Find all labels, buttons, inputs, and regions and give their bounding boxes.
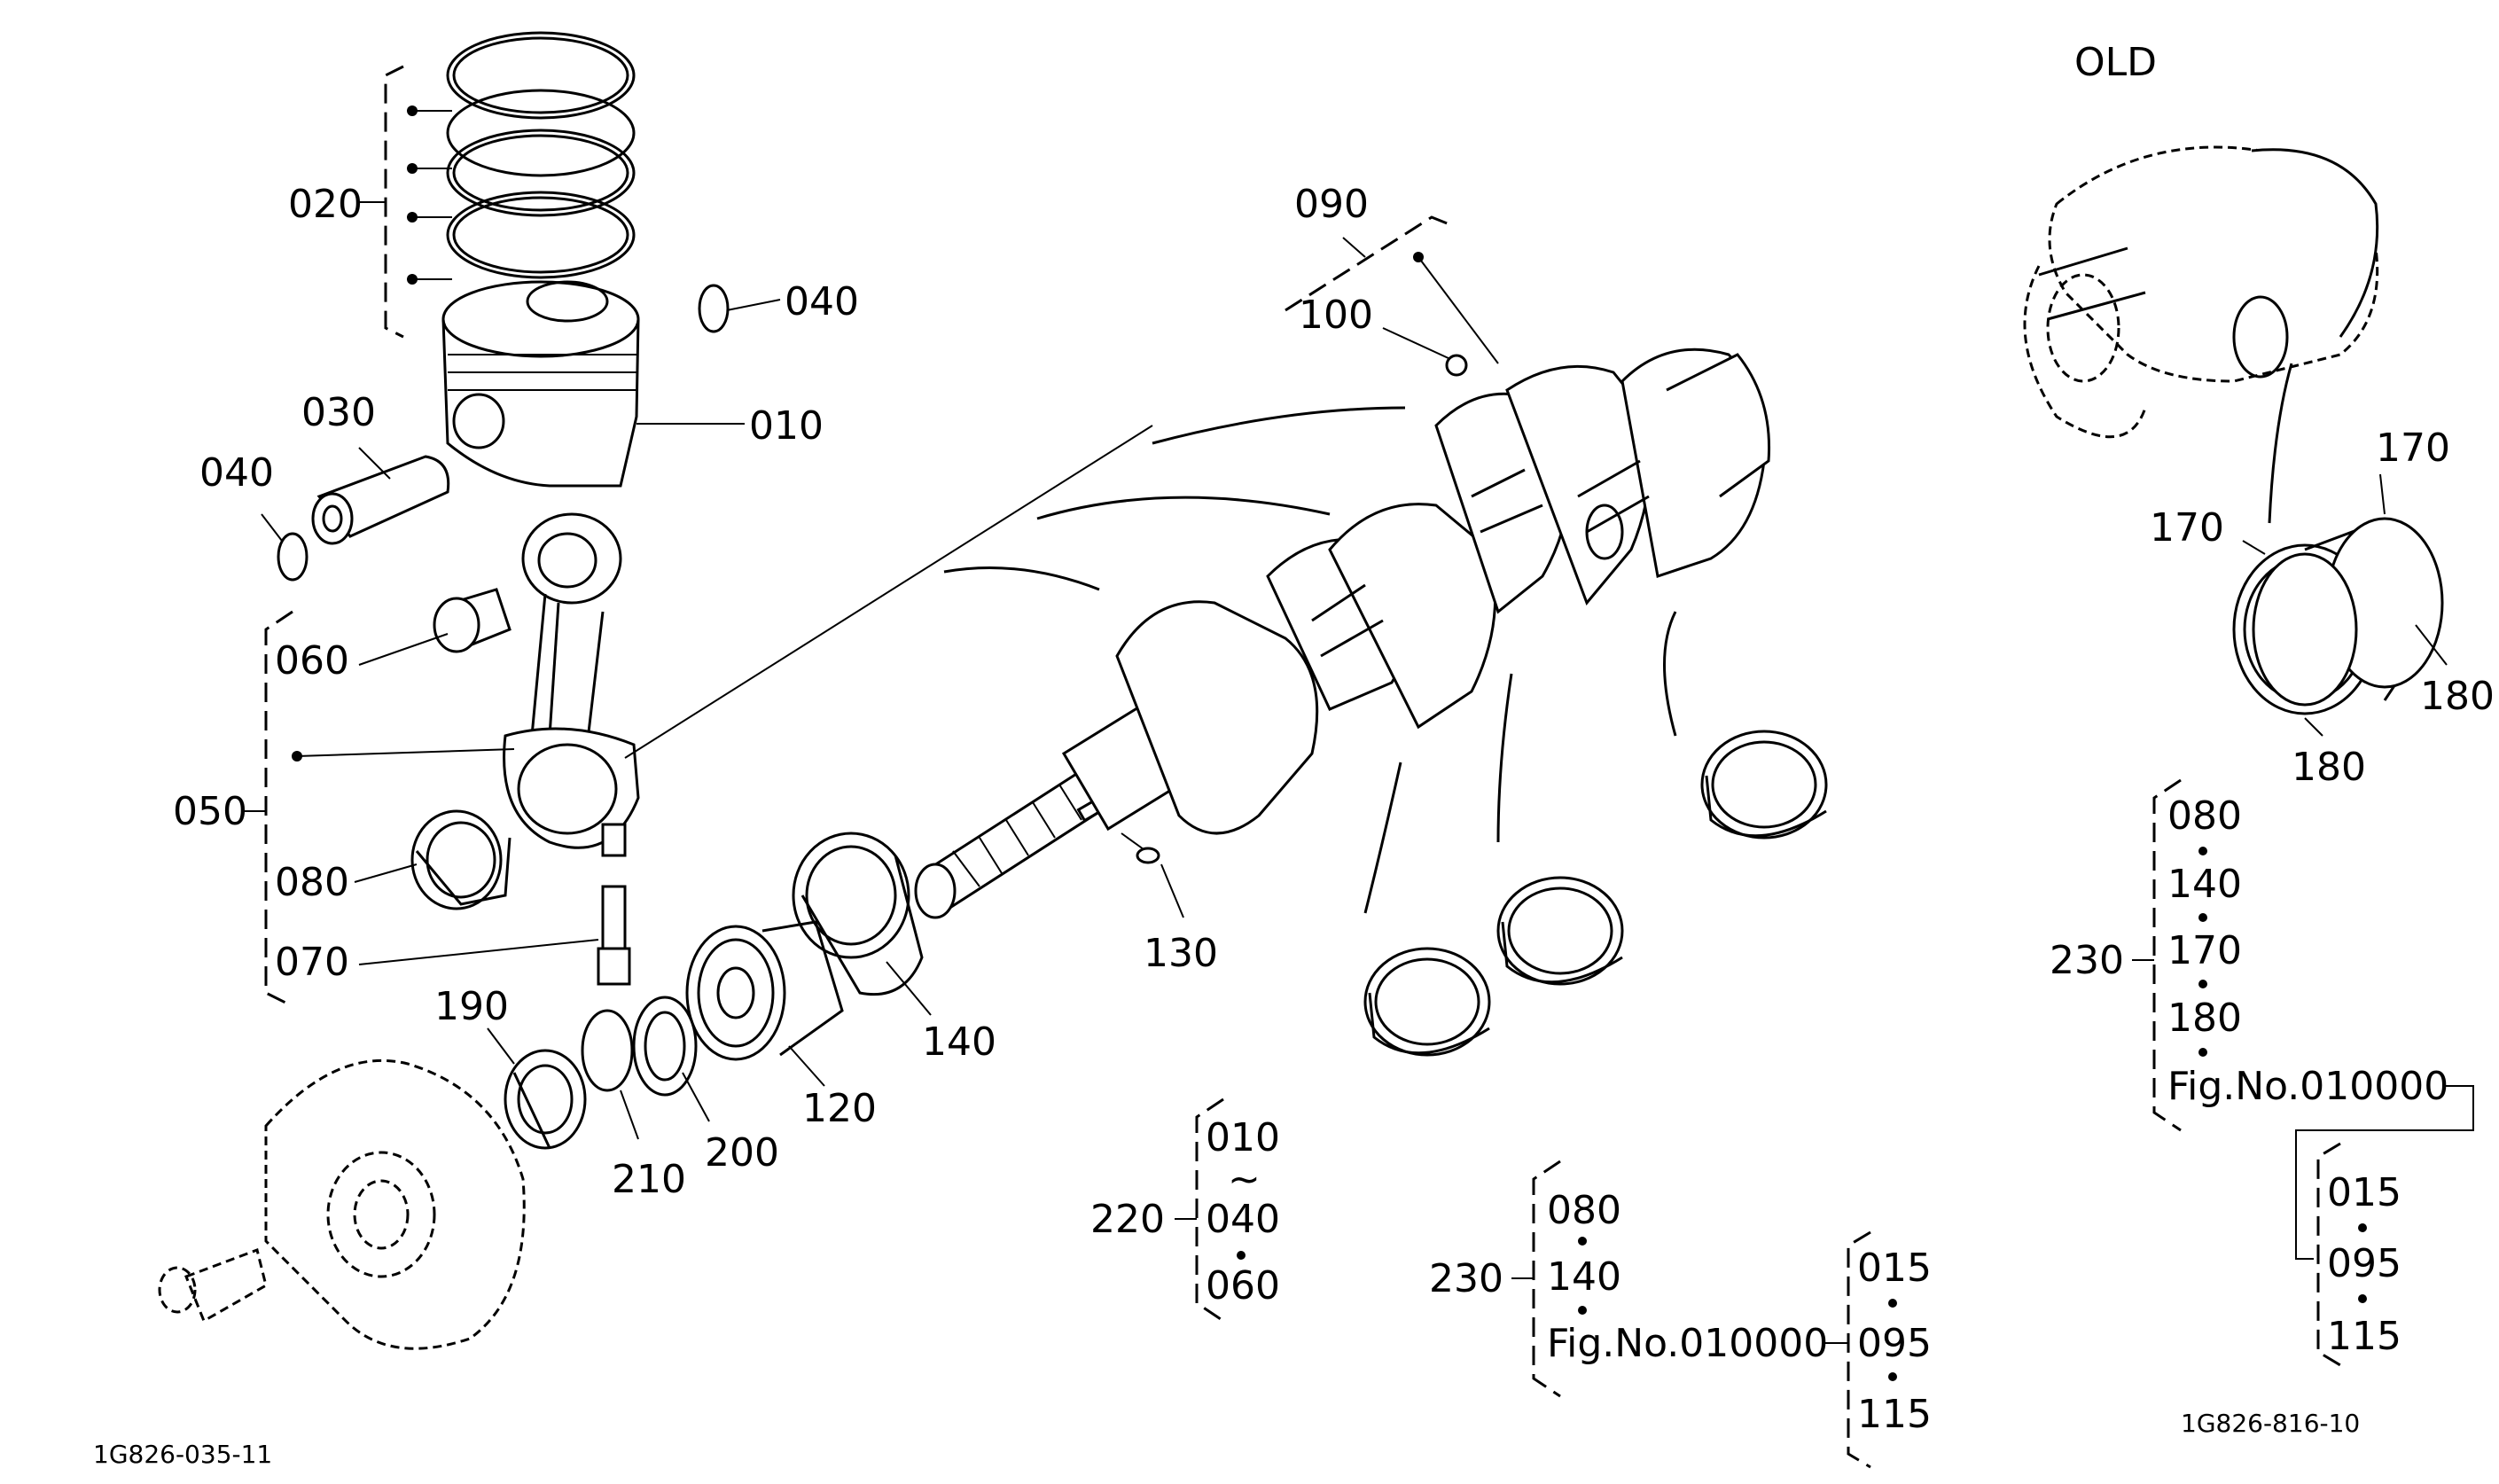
connecting-rod-bolt [597,885,631,986]
group-230-right-item-5: Fig.No.010000 [2167,1064,2448,1109]
callout-070: 070 [275,940,349,985]
crankshaft [914,348,1771,919]
main-bearings [1363,730,1828,1057]
crankpin-bearing [410,809,512,910]
callout-170-left: 170 [2150,505,2224,551]
callout-170-right: 170 [2376,426,2450,471]
callout-180-right: 180 [2420,674,2495,719]
group-220-tilde: ~ [1228,1157,1261,1202]
callout-140: 140 [922,1019,996,1065]
callout-210: 210 [612,1157,686,1202]
old-label: OLD [2074,40,2157,85]
callout-labels: 020 040 010 030 040 060 050 080 070 190 … [93,40,2495,1469]
callout-060: 060 [275,638,349,683]
old-crankshaft [2023,145,2379,439]
piston [441,280,640,488]
group-230-right-item-3: 170 [2167,928,2242,973]
crankshaft-gear [685,920,844,1061]
callout-020: 020 [288,182,363,227]
assembly-arrows [943,406,1677,914]
piston-pin [311,455,450,545]
group-230-right-item-4: 180 [2167,996,2242,1041]
callout-100: 100 [1299,293,1373,338]
callout-190: 190 [434,984,509,1029]
piston-rings [446,31,636,279]
subgroup-right-item-2: 095 [2327,1241,2401,1286]
group-230-center: 230 080 140 Fig.No.010000 [1429,1160,1848,1398]
group-220-item-3: 060 [1206,1263,1280,1308]
subgroup-right-item-3: 115 [2327,1314,2401,1359]
callout-040-top: 040 [785,279,859,324]
subgroup-center-item-2: 095 [1857,1321,1932,1366]
callout-120: 120 [802,1086,877,1131]
callout-130: 130 [1144,931,1218,976]
callout-180-lower: 180 [2292,745,2366,790]
callout-090: 090 [1294,182,1369,227]
group-220-item-2: 040 [1206,1197,1280,1242]
callout-030: 030 [301,390,376,435]
callout-200: 200 [705,1130,779,1175]
subgroup-center-item-1: 015 [1857,1246,1932,1291]
group-230-center-item-2: 140 [1547,1254,1621,1300]
callout-010: 010 [749,403,824,449]
group-220: 220 010 ~ 040 060 [1090,1097,1280,1323]
group-220-label: 220 [1090,1197,1165,1242]
group-230-right-item-1: 080 [2167,793,2242,839]
bushing [433,588,512,653]
subgroup-center: 015 095 115 [1847,1230,1932,1469]
subgroup-right-item-1: 015 [2327,1170,2401,1215]
group-230-center-label: 230 [1429,1256,1503,1301]
group-230-right: 230 080 140 170 180 Fig.No.010000 [2050,778,2474,1260]
thrust-bushing [792,832,924,996]
connecting-rod [503,512,640,857]
subgroup-right: 015 095 115 [2316,1142,2401,1367]
subgroup-center-item-3: 115 [1857,1392,1932,1437]
group-230-center-item-1: 080 [1547,1188,1621,1233]
group-230-right-label: 230 [2050,938,2124,983]
group-220-item-1: 010 [1206,1115,1280,1160]
callout-050: 050 [173,789,247,834]
callout-040-lower: 040 [199,450,274,496]
callout-080: 080 [275,860,349,905]
figure-code-right: 1G826-816-10 [2181,1409,2360,1438]
figure-code-left: 1G826-035-11 [93,1440,272,1469]
ring-leader-lines [359,105,452,285]
front-pulley-case [158,1058,526,1350]
group-230-right-item-2: 140 [2167,862,2242,907]
old-main-bearing [2232,517,2444,715]
group-230-center-item-3: Fig.No.010000 [1547,1321,1828,1366]
